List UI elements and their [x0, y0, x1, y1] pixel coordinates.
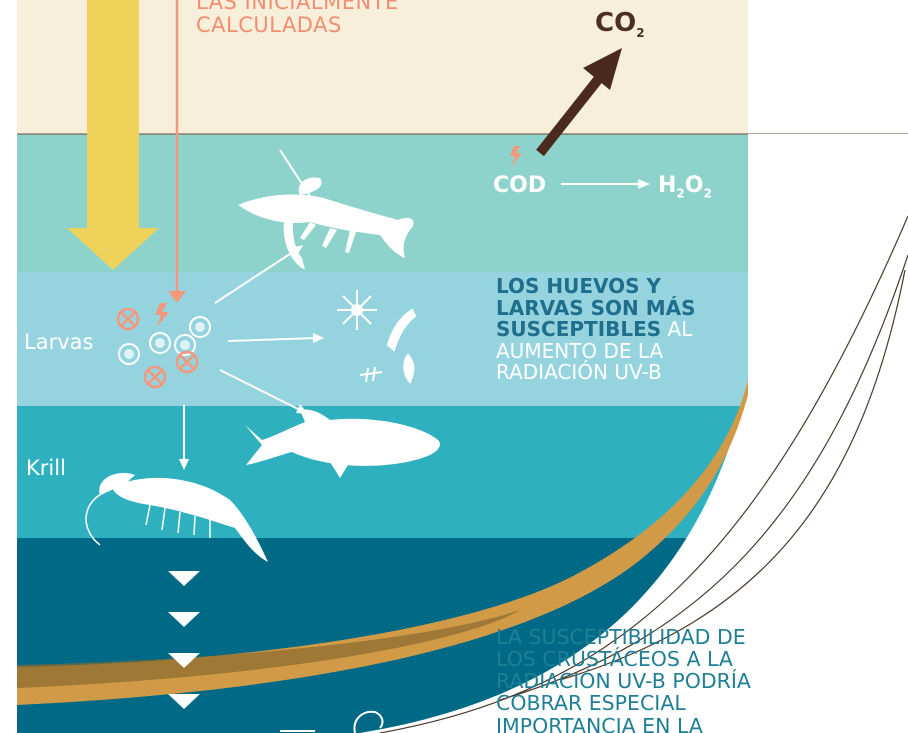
co2-arrow	[536, 68, 608, 157]
partial-shell-icon	[353, 710, 384, 733]
co2-text: CO	[595, 8, 637, 38]
larva-arrow-fish	[219, 369, 301, 411]
larva-arrow-plankton	[227, 337, 317, 342]
note-bold-line: LARVAS SON MÁS	[496, 295, 696, 320]
note-line: RADIACIÓN UV-B	[496, 360, 662, 385]
arrowhead	[179, 459, 189, 470]
co2-label: CO2	[595, 8, 645, 40]
larvas-label: Larvas	[24, 330, 94, 354]
note-line: AL	[661, 317, 693, 342]
note-line: LA SUSCEPTIBILIDAD DE	[496, 625, 746, 649]
krill-icon	[99, 472, 268, 562]
seabed-line-2	[499, 254, 908, 701]
sinking-triangle	[168, 694, 200, 709]
seabed-line-1	[379, 215, 908, 733]
lightning-icon	[510, 146, 522, 166]
sinking-triangle	[168, 612, 200, 627]
eggs-larvae-note: LOS HUEVOS Y LARVAS SON MÁS SUSCEPTIBLES…	[496, 274, 726, 385]
larva-icon	[174, 334, 196, 356]
larva-icon	[149, 332, 171, 354]
dead-larva-icon	[175, 350, 199, 374]
note-line: LOS CRUSTÁCEOS A LA	[496, 647, 733, 672]
top-caption-line: CALCULADAS	[196, 12, 342, 37]
co2-subscript: 2	[636, 26, 645, 41]
antenna-2	[261, 197, 301, 206]
h2o2-sub1: 2	[676, 186, 685, 201]
krill-legs	[145, 504, 211, 538]
uvb-arrowhead	[168, 291, 186, 303]
larva-icon	[118, 343, 140, 365]
dead-larva-icon	[143, 365, 167, 389]
note-bold-line: SUSCEPTIBLES	[496, 317, 662, 342]
h2o2-sub2: 2	[703, 186, 712, 201]
h2o2-h: H	[658, 173, 677, 198]
water-layer-2	[17, 272, 748, 406]
cod-label: COD	[493, 173, 547, 198]
co2-arrowhead	[583, 48, 622, 90]
sunlight-arrow	[67, 0, 159, 270]
arrowhead	[291, 245, 303, 256]
fish-icon	[245, 409, 440, 478]
lightning-icon	[155, 303, 169, 327]
crustacean-note: LA SUSCEPTIBILIDAD DE LOS CRUSTÁCEOS A L…	[496, 626, 751, 733]
krill-antenna	[85, 489, 111, 546]
note-line: AUMENTO DE LA	[496, 338, 664, 363]
krill-label: Krill	[26, 456, 66, 480]
land-mask	[360, 134, 908, 733]
note-line: IMPORTANCIA EN LA	[496, 713, 703, 733]
sinking-triangle	[168, 653, 200, 668]
larva-icon	[189, 316, 211, 338]
larva-arrow-crayfish	[214, 249, 297, 304]
cod-arrowhead	[638, 179, 650, 189]
note-line: RADIACIÓN UV-B PODRÍA	[496, 669, 751, 694]
crayfish-icon	[238, 177, 414, 270]
arrowhead	[313, 333, 324, 343]
h2o2-o: O	[684, 173, 704, 198]
plankton-icon	[337, 290, 417, 384]
seabed-line-3	[559, 269, 906, 681]
antenna-1	[279, 149, 311, 197]
note-line: COBRAR ESPECIAL	[496, 691, 686, 716]
dead-larva-icon	[116, 307, 140, 331]
top-caption: LAS INICIALMENTE CALCULADAS	[196, 0, 399, 36]
h2o2-label: H2O2	[658, 174, 712, 200]
sinking-triangle	[168, 571, 200, 586]
top-caption-line: LAS INICIALMENTE	[196, 0, 399, 14]
note-bold-line: LOS HUEVOS Y	[496, 274, 662, 298]
sediment-dark-band	[17, 610, 520, 688]
